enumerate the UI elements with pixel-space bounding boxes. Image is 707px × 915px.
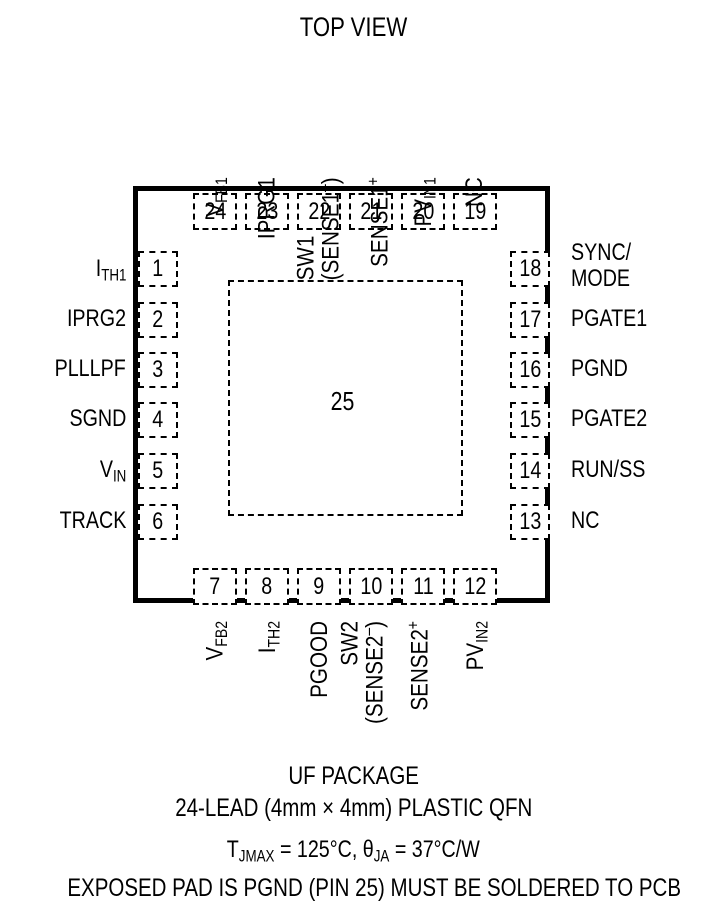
label-pin-5: VIN	[99, 456, 126, 486]
label-pin-4: SGND	[69, 405, 126, 432]
pin-14: 14	[510, 453, 550, 489]
pin-16: 16	[510, 352, 550, 388]
pin-7: 7	[193, 568, 237, 605]
pin-21: 21	[349, 193, 393, 230]
pin-10: 10	[349, 568, 393, 605]
pin-8: 8	[245, 568, 289, 605]
package-name: UF PACKAGE	[288, 762, 419, 790]
pin-17: 17	[510, 302, 550, 338]
pin-19: 19	[453, 193, 497, 230]
pin-9: 9	[297, 568, 341, 605]
pin-18: 18	[510, 251, 550, 287]
exposed-pad-note: EXPOSED PAD IS PGND (PIN 25) MUST BE SOL…	[67, 874, 681, 902]
pin-20: 20	[401, 193, 445, 230]
exposed-pad	[228, 280, 463, 516]
pin-3: 3	[138, 352, 178, 388]
label-pin-18: SYNC/MODE	[571, 239, 632, 293]
label-pin-13: NC	[571, 507, 600, 534]
thermal-specs: TJMAX = 125°C, θJA = 37°C/W	[226, 836, 481, 866]
label-pin-14: RUN/SS	[571, 456, 646, 483]
pin-13: 13	[510, 504, 550, 540]
pin-22: 22	[297, 193, 341, 230]
pin-1: 1	[138, 251, 178, 287]
label-pin-2: IPRG2	[66, 305, 126, 332]
label-pin-6: TRACK	[59, 507, 126, 534]
pin-24: 24	[193, 193, 237, 230]
diagram-title: TOP VIEW	[299, 12, 408, 42]
pin-5: 5	[138, 453, 178, 489]
pin-2: 2	[138, 302, 178, 338]
label-pin-1: ITH1	[95, 255, 126, 285]
label-pin-16: PGND	[571, 355, 628, 382]
package-body	[133, 186, 550, 603]
pin-15: 15	[510, 402, 550, 438]
pin-23: 23	[245, 193, 289, 230]
label-pin-17: PGATE1	[571, 305, 648, 332]
label-pin-3: PLLLPF	[54, 355, 126, 382]
label-pin-15: PGATE2	[571, 405, 648, 432]
exposed-pad-number: 25	[330, 386, 355, 416]
pin-12: 12	[453, 568, 497, 605]
package-description: 24-LEAD (4mm × 4mm) PLASTIC QFN	[174, 794, 533, 822]
pin-11: 11	[401, 568, 445, 605]
pin-4: 4	[138, 402, 178, 438]
pin-6: 6	[138, 504, 178, 540]
